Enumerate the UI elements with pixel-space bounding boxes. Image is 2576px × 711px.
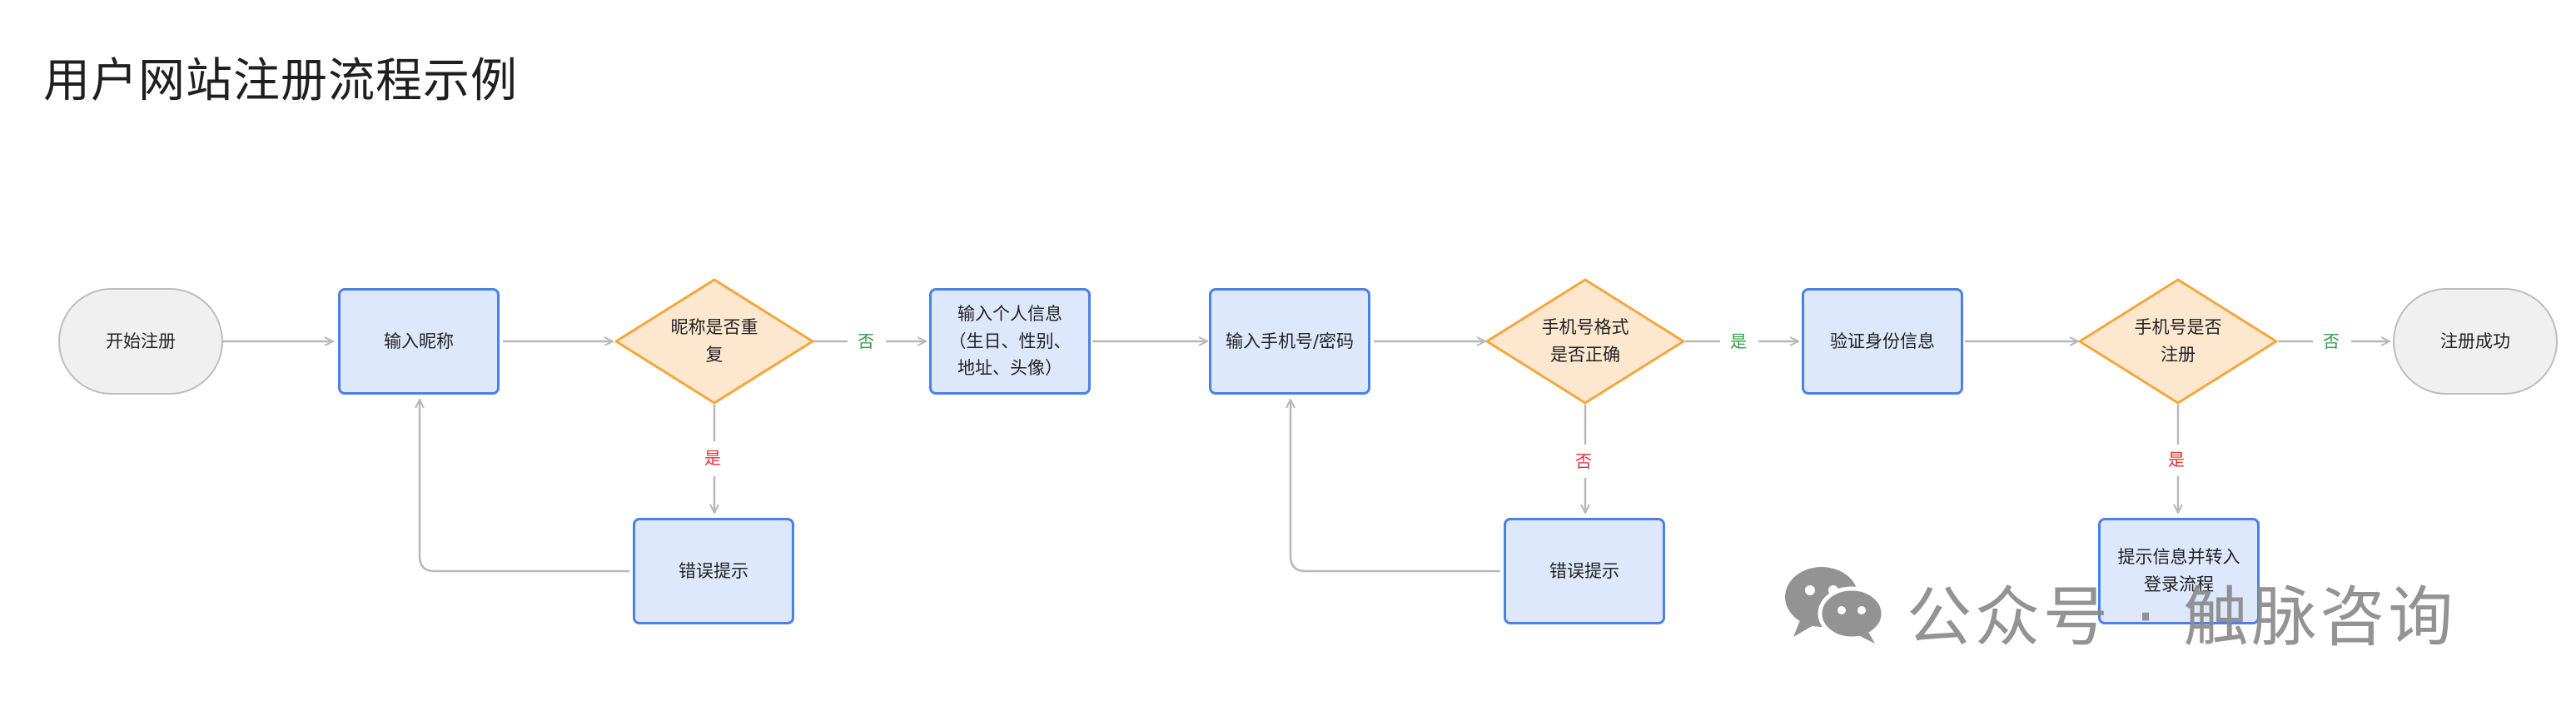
node-enter-nickname-label: 输入昵称 — [384, 331, 454, 351]
watermark: 公众号 · 触脉咨询 — [1782, 562, 2456, 661]
edge-error2-loop — [1290, 400, 1500, 573]
watermark-text: 公众号 · 触脉咨询 — [1907, 579, 2457, 655]
edge-label-registered-no: 否 — [2318, 331, 2345, 352]
node-phone-password-label: 输入手机号/密码 — [1225, 331, 1355, 351]
node-start-label: 开始注册 — [106, 331, 176, 351]
node-error-1-label: 错误提示 — [679, 560, 748, 581]
node-redirect-login: 提示信息并转入 登录流程 — [2098, 518, 2260, 624]
node-error-2: 错误提示 — [1504, 518, 1665, 624]
node-end: 注册成功 — [2393, 288, 2558, 395]
node-verify-identity: 验证身份信息 — [1802, 288, 1963, 395]
node-redirect-login-label: 提示信息并转入 登录流程 — [2117, 547, 2240, 594]
page-title: 用户网站注册流程示例 — [43, 54, 518, 108]
decision-phone-format-label: 手机号格式 是否正确 — [1541, 317, 1629, 365]
edge-error1-loop — [420, 400, 629, 573]
node-verify-identity-label: 验证身份信息 — [1830, 331, 1935, 351]
edge-label-format-yes: 是 — [1725, 331, 1752, 352]
decision-phone-registered-label: 手机号是否 注册 — [2134, 317, 2222, 365]
node-enter-nickname: 输入昵称 — [338, 288, 500, 395]
decision-phone-registered — [2078, 278, 2278, 405]
decision-nickname-duplicate — [614, 278, 814, 405]
decision-nickname-duplicate-label: 昵称是否重 复 — [670, 317, 758, 365]
wechat-icon — [1782, 562, 1886, 661]
node-personal-info-label: 输入个人信息 （生日、性别、 地址、头像） — [948, 304, 1072, 379]
node-error-1: 错误提示 — [633, 518, 794, 624]
decision-phone-format — [1485, 278, 1685, 405]
edge-label-registered-yes: 是 — [2163, 449, 2190, 470]
node-start: 开始注册 — [58, 288, 223, 395]
node-personal-info: 输入个人信息 （生日、性别、 地址、头像） — [929, 288, 1091, 395]
edge-label-nickname-no: 否 — [853, 331, 879, 352]
node-phone-password: 输入手机号/密码 — [1209, 288, 1370, 395]
node-end-label: 注册成功 — [2440, 331, 2510, 351]
node-error-2-label: 错误提示 — [1549, 560, 1619, 581]
edge-label-nickname-yes: 是 — [699, 447, 726, 469]
edge-label-format-no: 否 — [1570, 450, 1597, 472]
